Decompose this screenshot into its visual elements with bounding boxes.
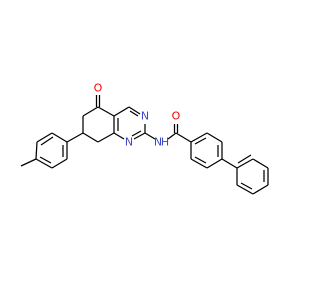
atom-n-pyrimidine-top: N — [141, 110, 149, 123]
nitrogen-pyrimidine-bottom-label: N — [125, 136, 133, 149]
phenyl-ring — [236, 154, 269, 195]
oxygen-ketone-label: O — [94, 82, 103, 95]
atom-n-pyrimidine-bottom: N — [125, 136, 133, 149]
atom-nh-amide: N H — [154, 136, 169, 149]
tolyl-ring — [20, 132, 68, 169]
amide-linkage — [144, 124, 192, 143]
molecule-canvas: O N N N H O — [20, 82, 269, 195]
cyclohexanone-ring — [82, 106, 115, 143]
atom-o-ketone: O — [94, 82, 103, 95]
nitrogen-amide-label: N — [154, 136, 162, 149]
phenylene-ring — [190, 132, 223, 169]
hydrogen-amide-label: H — [161, 136, 169, 149]
oxygen-amide-label: O — [172, 110, 181, 123]
tolyl-link-bond — [66, 132, 84, 143]
nitrogen-pyrimidine-top-label: N — [141, 110, 149, 123]
ketone-bond — [95, 95, 101, 107]
atom-o-amide: O — [172, 110, 181, 123]
biphenyl-link-bond — [221, 158, 238, 169]
pyrimidine-ring — [113, 106, 146, 140]
structure-diagram: O N N N H O — [20, 82, 269, 195]
